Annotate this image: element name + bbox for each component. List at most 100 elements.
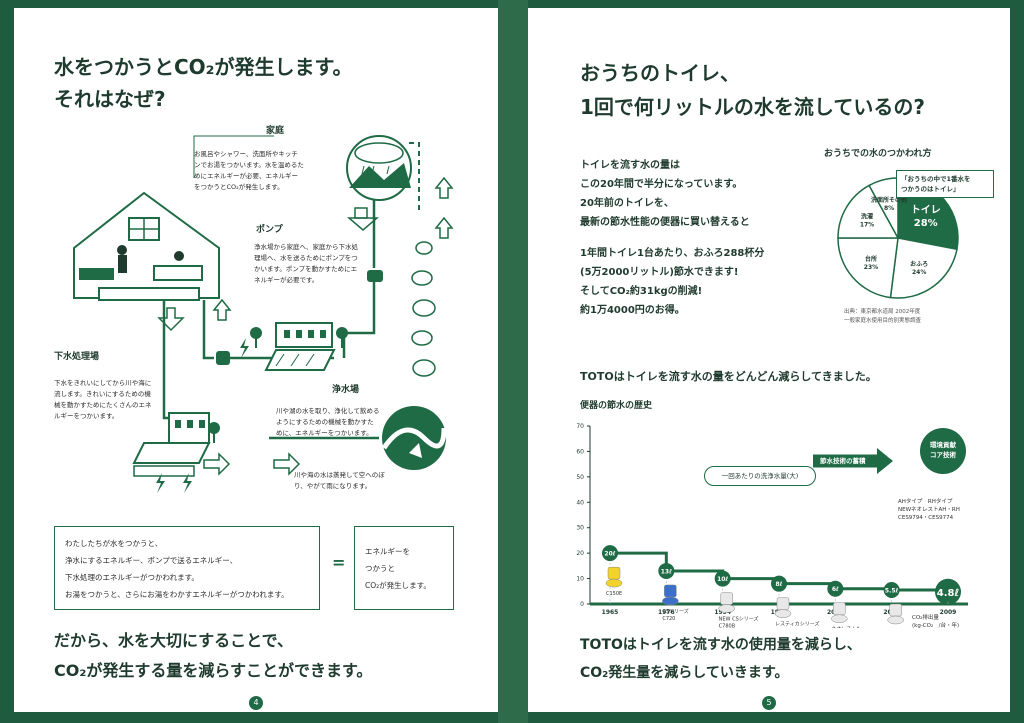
pie-slice xyxy=(889,237,958,299)
x-tick-label: 1994 xyxy=(714,609,731,616)
rain-cloud-icon xyxy=(346,135,412,201)
up-arrows-icon xyxy=(212,176,454,321)
toilet-icon xyxy=(607,566,621,580)
pie-slice-label: 洗濯 xyxy=(861,213,873,221)
pie-title: おうちでの水のつかわれ方 xyxy=(824,149,932,159)
jousui-text: 川や湖の水を取り、浄化して飲めるようにするための機械を動かすために、エネルギーを… xyxy=(276,407,380,437)
badge-line: コア技術 xyxy=(930,451,956,459)
water-cycle-illustration xyxy=(73,135,454,493)
page-number: 5 xyxy=(762,696,776,710)
pie-slice xyxy=(837,184,900,239)
model-line: NEWネオレストAH・RH xyxy=(898,507,960,513)
toilet-icon xyxy=(664,584,677,598)
y-tick-label: 70 xyxy=(576,423,584,430)
pump-label: ポンプ xyxy=(256,225,283,235)
result-line: つかうと xyxy=(365,564,395,573)
pie-slice-value: 23% xyxy=(864,264,878,271)
history-title: 便器の節水の歴史 xyxy=(580,401,653,411)
co2-note-line: CO₂排出量 xyxy=(912,615,939,621)
right-title-line2: 1回で何リットルの水を流しているの? xyxy=(580,95,925,119)
model-line: CES9794・CES9774 xyxy=(898,515,954,521)
data-label: 4.8ℓ xyxy=(937,588,960,599)
down-arrows-icon xyxy=(157,207,380,332)
model-line: AHタイプ RHタイプ xyxy=(898,499,953,505)
data-point xyxy=(658,562,675,579)
y-tick-label: 40 xyxy=(576,499,584,506)
summary-box: わたしたちが水をつかうと、 浄水にするエネルギー、ポンプで送るエネルギー、 下水… xyxy=(54,526,320,610)
right-title-line1: おうちのトイレ、 xyxy=(580,61,740,85)
data-label: 13ℓ xyxy=(661,568,672,575)
pie-slice-value: 24% xyxy=(912,269,926,276)
model-name: ネオレストA xyxy=(831,627,860,628)
pie-slice-label: 洗面所その他 xyxy=(871,196,907,204)
katei-label: 家庭 xyxy=(266,126,285,136)
body-line: 20年前のトイレを、 xyxy=(580,198,674,209)
x-tick-label: 1965 xyxy=(602,609,619,616)
sewage-plant-icon xyxy=(132,412,211,477)
badge-line: 環境貢献 xyxy=(930,441,956,449)
toilet-bowl-icon xyxy=(718,604,735,613)
tech-label: 節水技術の蓄積 xyxy=(820,457,866,465)
pump-text: 浄水場から家庭へ、家庭から下水処理場へ、水を送るためにポンプをつかいます。ポンプ… xyxy=(254,243,358,284)
y-tick-label: 0 xyxy=(580,601,584,608)
y-tick-label: 20 xyxy=(576,550,584,557)
toilet-bowl-icon xyxy=(605,578,623,588)
data-point xyxy=(935,578,961,605)
model-name: レスティカシリーズ xyxy=(775,621,819,628)
house-icon xyxy=(73,191,220,301)
data-point xyxy=(771,575,787,592)
summary-line: お湯をつかうと、さらにお湯をわかすエネルギーがつかわれます。 xyxy=(65,590,289,599)
toilet-bowl-icon xyxy=(774,609,792,618)
final-model: AHタイプ RHタイプ NEWネオレストAH・RH CES9794・CES977… xyxy=(898,498,960,522)
right-arrows-icon xyxy=(203,452,301,476)
left-page: 水をつかうとCO₂が発生します。 それはなぜ? xyxy=(14,8,498,712)
body-line: (5万2000リットル)節水できます! xyxy=(580,267,739,278)
co2-note-line: (kg-CO₂ /台・年) xyxy=(912,623,960,629)
body-line: トイレを流す水の量は xyxy=(580,160,680,171)
summary-line: 浄水にするエネルギー、ポンプで送るエネルギー、 xyxy=(65,556,238,565)
pie-slice-label: 台所 xyxy=(865,255,877,263)
data-point xyxy=(827,580,844,597)
right-conclusion-line2: CO₂発生量を減らしていきます。 xyxy=(580,665,789,681)
data-label: 20ℓ xyxy=(604,551,615,558)
pie-slice xyxy=(837,237,899,299)
water-saving-history-chart: 01020304050607020ℓ1965C150E13ℓ1976CSシリーズ… xyxy=(576,423,968,628)
core-tech-badge: 環境貢献 コア技術 xyxy=(920,428,966,474)
left-conclusion-line1: だから、水を大切にすることで、 xyxy=(54,631,294,650)
gesui-text: 下水をきれいにしてから川や海に流します。きれいにするための機械を動かすためにたく… xyxy=(54,379,152,420)
data-label: 6ℓ xyxy=(832,586,839,593)
toilet-bowl-icon xyxy=(662,596,679,606)
toilet-icon xyxy=(720,592,733,605)
y-tick-label: 50 xyxy=(576,474,584,481)
river-sea-icon xyxy=(381,406,447,470)
pie-source: 出典：東京都水道局 2002年度 一般家庭水使用目的別実態調査 xyxy=(844,308,921,326)
toilet-icon xyxy=(833,602,846,615)
body-line: この20年間で半分になっています。 xyxy=(580,179,743,190)
book-spine xyxy=(498,0,528,723)
y-tick-label: 30 xyxy=(576,525,584,532)
data-point xyxy=(602,545,618,562)
sea-text: 川や海の水は蒸発して空へのぼり、やがて雨になります。 xyxy=(294,471,385,490)
left-title-line2: それはなぜ? xyxy=(54,87,166,111)
callout-line: つかうのはトイレ」 xyxy=(901,185,960,193)
body-line: 最新の節水性能の便器に買い替えると xyxy=(580,217,750,228)
model-name: C150E xyxy=(606,591,622,597)
body-line: 約1万4000円のお得。 xyxy=(580,305,685,316)
katei-text: お風呂やシャワー、洗面所やキッチンでお湯をつかいます。水を温めるためにエネルギー… xyxy=(194,150,304,191)
co2-note: CO₂排出量 (kg-CO₂ /台・年) xyxy=(912,614,959,630)
data-point xyxy=(883,582,900,599)
pie-slice-value: 28% xyxy=(914,218,938,229)
x-tick-label: 2009 xyxy=(940,609,957,616)
source-line: 出典：東京都水道局 2002年度 xyxy=(844,309,921,315)
flush-volume-label: 一回あたりの洗浄水量(大) xyxy=(704,466,816,486)
right-body: トイレを流す水の量は この20年間で半分になっています。 20年前のトイレを、 … xyxy=(580,156,820,320)
water-purification-plant-icon xyxy=(264,322,336,371)
summary-line: 下水処理のエネルギーがつかわれます。 xyxy=(65,573,199,582)
vapor-clouds-icon xyxy=(411,241,436,377)
model-name: C780B xyxy=(719,624,736,628)
x-tick-label: 1976 xyxy=(658,609,675,616)
pie-slice-value: 8% xyxy=(884,205,894,212)
y-tick-label: 10 xyxy=(576,576,584,583)
y-tick-label: 60 xyxy=(576,448,584,455)
equals-sign: = xyxy=(332,553,346,572)
